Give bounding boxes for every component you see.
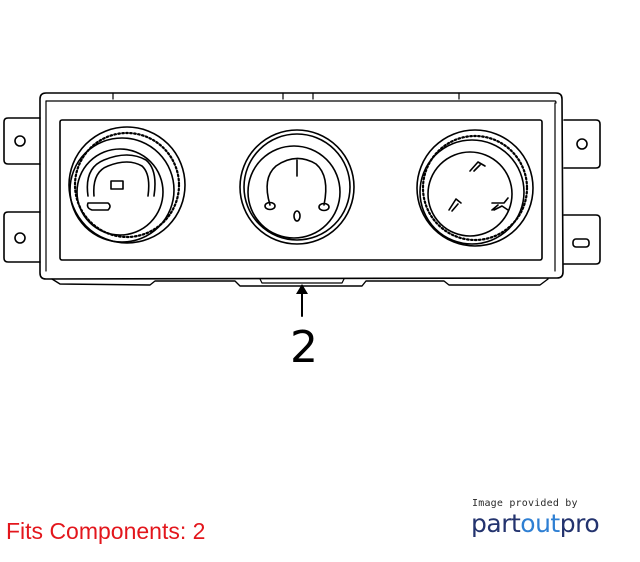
mode-knob — [239, 129, 355, 245]
logo-out: out — [520, 509, 560, 538]
logo-part: part — [471, 509, 521, 538]
panel-housing — [39, 92, 564, 280]
image-credit: Image provided by partoutpro — [471, 498, 621, 539]
callout-number: 2 — [290, 322, 318, 373]
credit-caption: Image provided by — [472, 498, 578, 509]
fits-components-label: Fits Components: 2 — [6, 518, 206, 544]
temperature-knob — [68, 126, 186, 244]
partoutpro-logo: partoutpro — [471, 509, 621, 539]
control-face — [59, 119, 543, 261]
mounting-tab-top-right — [563, 119, 601, 169]
callout-arrow — [296, 284, 308, 317]
logo-pro: pro — [559, 509, 600, 538]
mounting-tab-top-left — [3, 117, 41, 165]
mounting-tab-bottom-right — [563, 214, 601, 265]
airflow-knob — [416, 129, 534, 247]
mounting-tab-bottom-left — [3, 211, 41, 263]
